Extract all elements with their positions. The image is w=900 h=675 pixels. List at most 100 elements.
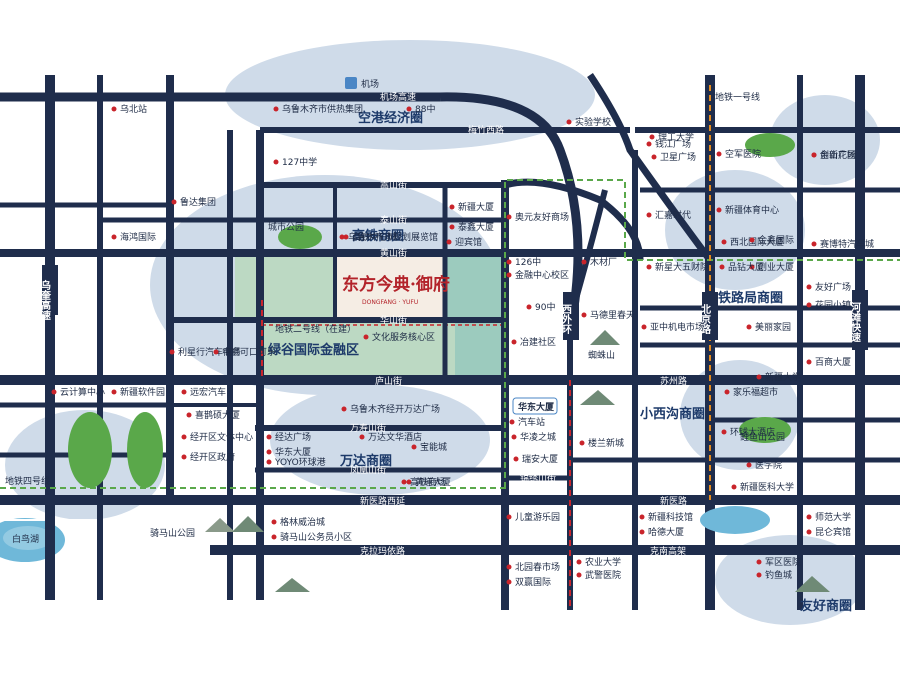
poi-school_126: 126中 <box>506 256 541 268</box>
poi-label: 环球大酒店 <box>730 426 775 438</box>
poi-marker-icon <box>171 199 177 205</box>
poi-marker-icon <box>506 272 512 278</box>
poi-marker-icon <box>646 264 652 270</box>
label-kenan: 克南高架 <box>650 545 686 557</box>
poi-marker-icon <box>213 349 219 355</box>
poi-marker-icon <box>576 559 582 565</box>
poi-marker-icon <box>273 106 279 112</box>
label-liyu: 鲤鱼山公园 <box>740 431 785 443</box>
poi-marker-icon <box>566 119 572 125</box>
poi-marker-icon <box>731 484 737 490</box>
poi-label: 文化服务核心区 <box>372 331 435 343</box>
poi-label: 花园小镇 <box>815 299 851 311</box>
poi-marker-icon <box>581 259 587 265</box>
poi-huangdao: 黄道大厦 <box>406 476 451 488</box>
poi-label: 新疆科技馆 <box>648 511 693 523</box>
poi-marker-icon <box>339 234 345 240</box>
park-west1 <box>68 412 112 488</box>
poi-label: 云计算中心 <box>60 386 105 398</box>
poi-marker-icon <box>266 449 272 455</box>
poi-label: YOYO环球港 <box>274 456 326 468</box>
poi-label: 农业大学 <box>585 556 621 568</box>
poi-label: 马德里春天 <box>590 309 635 321</box>
project-blocks <box>235 256 506 378</box>
poi-pinji: 品钻大厦 <box>719 261 764 273</box>
poi-label: 师范大学 <box>815 511 851 523</box>
poi-marker-icon <box>511 434 517 440</box>
poi-label: 汇嘉时代 <box>655 209 691 221</box>
park-west2 <box>127 412 163 488</box>
poi-ertong: 儿童游乐园 <box>506 511 560 523</box>
poi-moxing: 喜鹊硕大厦 <box>186 409 240 421</box>
poi-label: 医学院 <box>755 459 782 471</box>
poi-label: 126中 <box>515 256 541 268</box>
poi-marker-icon <box>506 259 512 265</box>
poi-label: 木材厂 <box>590 256 617 268</box>
metro-lines <box>0 85 900 610</box>
poi-marker-icon <box>719 264 725 270</box>
road-ne-diag <box>587 73 713 263</box>
poi-xinjiang: 新疆大厦 <box>449 201 494 213</box>
hsr-badge <box>512 397 558 415</box>
label-xiwaihuan: 西外环 <box>560 304 573 335</box>
label-taishan: 泰山街 <box>380 214 407 226</box>
mountain-2 <box>232 516 264 532</box>
lake-highlight <box>3 526 53 550</box>
poi-huachao: 汇嘉时代 <box>646 209 691 221</box>
poi-label: 鲁达集团 <box>180 196 216 208</box>
poi-marker-icon <box>641 324 647 330</box>
poi-wujing: 武警医院 <box>576 569 621 581</box>
poi-aoyuan: 奥元友好商场 <box>506 211 569 223</box>
poi-yike: 医学院 <box>746 459 782 471</box>
label-juma: 骑马山公园 <box>150 527 195 539</box>
poi-luxu: 鲁达集团 <box>171 196 216 208</box>
block-wenhua <box>338 320 455 375</box>
poi-label: 奥元友好商场 <box>515 211 569 223</box>
poi-label: 宝能城 <box>420 441 447 453</box>
poi-marker-icon <box>449 224 455 230</box>
poi-marker-icon <box>359 434 365 440</box>
label-xinyi: 新医路 <box>660 495 687 507</box>
poi-xinzhou: 新星大五财院 <box>646 261 709 273</box>
poi-marker-icon <box>181 389 187 395</box>
poi-yiyuan: 新疆医科大学 <box>731 481 794 493</box>
poi-qichezhan: 汽车站 <box>509 416 545 428</box>
district-gaotie: 高铁商圈 <box>352 228 404 244</box>
poi-junqu: 军区医院 <box>756 556 801 568</box>
poi-label: 华东大厦 <box>275 446 311 458</box>
district-wanda: 万达商圈 <box>339 453 392 469</box>
road-labels: 机场高速 梅竹西路 嵩山街 泰山街 黄山街 华山街 庐山街 万寿山街 凤凰山街 … <box>350 91 687 557</box>
poi-label: 哈德大厦 <box>648 526 684 538</box>
block-logo <box>335 256 445 319</box>
poi-yoyo: YOYO环球港 <box>266 456 326 468</box>
poi-beiyuan: 北园春市场 <box>506 561 560 573</box>
label-citypark: 城市公园 <box>268 221 304 233</box>
poi-marker-icon <box>506 514 512 520</box>
label-metro1: 地铁一号线 <box>715 91 760 103</box>
poi-marker-icon <box>271 519 277 525</box>
poi-marker-icon <box>721 239 727 245</box>
poi-yunji: 云计算中心 <box>51 386 105 398</box>
poi-marker-icon <box>51 389 57 395</box>
poi-ligong: 理工大学 <box>649 131 694 143</box>
poi-label: 新疆医科大学 <box>740 481 794 493</box>
district-kongang: 空港经济圈 <box>358 110 423 126</box>
park-kids <box>700 506 770 534</box>
poi-marker-icon <box>746 324 752 330</box>
block-nw <box>235 256 335 319</box>
poi-huayuan: 花园小镇 <box>806 299 851 311</box>
poi-label: 双赢国际 <box>515 576 551 588</box>
poi-jinxing: 金鑫国际 <box>749 234 794 246</box>
poi-label: 乌鲁木齐市供热集团 <box>282 103 363 115</box>
label-zhizhu: 蜘蛛山 <box>588 349 615 361</box>
poi-marker-icon <box>273 159 279 165</box>
poi-label: 新疆体育中心 <box>725 204 779 216</box>
poi-label: 昆仑宾馆 <box>815 526 851 538</box>
poi-label: 楼兰新城 <box>588 437 624 449</box>
poi-label: 127中学 <box>282 156 317 168</box>
poi-jiangcheng: 钱江广场 <box>646 138 691 150</box>
poi-marker-icon <box>343 234 349 240</box>
poi-marker-icon <box>756 374 762 380</box>
poi-shuangyi: 双赢国际 <box>506 576 551 588</box>
poi-label: 远宏汽车 <box>190 386 226 398</box>
